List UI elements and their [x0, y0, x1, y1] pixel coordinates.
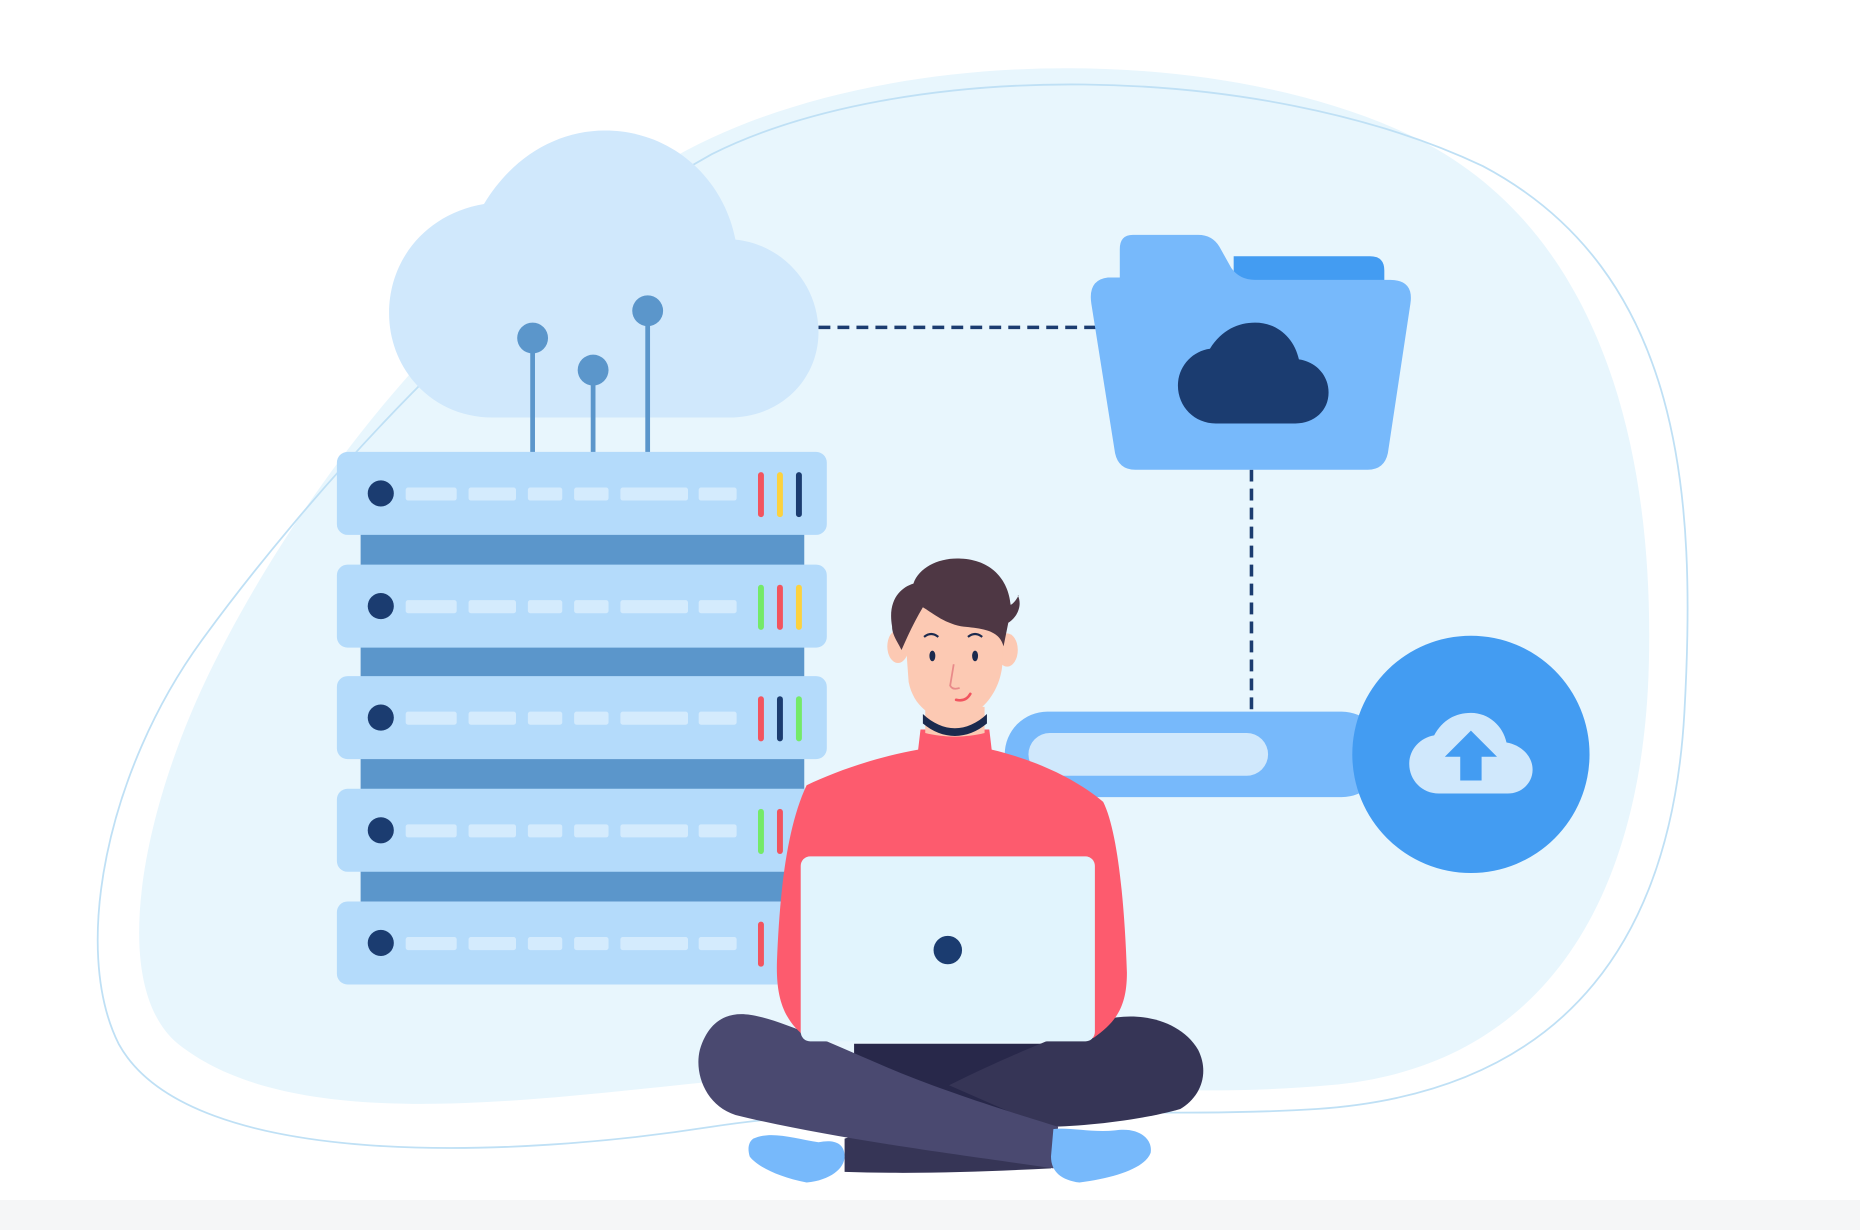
- server-slot: [405, 600, 457, 614]
- antenna-group: [517, 295, 664, 454]
- server-unit-3: [336, 676, 827, 760]
- dashed-connectors: [818, 325, 1254, 719]
- server-slot: [468, 711, 517, 725]
- server-slot: [405, 487, 457, 501]
- hair: [891, 558, 1020, 650]
- right-sock: [1050, 1128, 1151, 1183]
- status-led-red: [776, 808, 783, 855]
- server-slot: [574, 600, 609, 614]
- folder-cloud-icon: [1177, 322, 1329, 424]
- left-eye: [929, 650, 936, 662]
- laptop-logo-icon: [933, 935, 963, 965]
- server-slot: [468, 600, 517, 614]
- right-eye: [972, 650, 979, 662]
- person-figure: [698, 558, 1204, 1183]
- server-slot: [527, 937, 563, 951]
- server-unit-4: [336, 788, 827, 872]
- server-slot: [574, 487, 609, 501]
- server-unit-1: [336, 451, 827, 535]
- server-slot: [405, 711, 457, 725]
- server-power-dot-icon: [367, 593, 394, 620]
- server-slot: [620, 824, 689, 838]
- server-slot: [527, 824, 563, 838]
- server-power-dot-icon: [367, 817, 394, 844]
- server-power-dot-icon: [367, 480, 394, 507]
- server-slot: [698, 824, 737, 838]
- left-leg: [698, 1014, 1059, 1169]
- status-led-yellow: [776, 472, 783, 518]
- antenna-node-icon: [517, 322, 549, 354]
- server-power-dot-icon: [367, 704, 394, 731]
- server-slot: [574, 824, 609, 838]
- left-sock: [748, 1135, 845, 1183]
- collar: [922, 714, 987, 736]
- status-led-yellow: [795, 584, 802, 630]
- server-unit-5: [336, 901, 827, 985]
- server-slot: [574, 711, 609, 725]
- laptop-icon: [800, 856, 1095, 1042]
- status-led-red: [757, 921, 764, 967]
- server-slot: [698, 487, 737, 501]
- right-eyebrow: [967, 632, 983, 638]
- server-slot: [527, 600, 563, 614]
- server-slot: [698, 937, 737, 951]
- server-slot: [468, 824, 517, 838]
- crossed-legs: [698, 1014, 1204, 1183]
- status-led-green: [795, 696, 802, 742]
- status-led-red: [776, 584, 783, 630]
- server-slot: [620, 937, 689, 951]
- status-led-navy: [776, 696, 783, 742]
- status-led-red: [757, 472, 764, 518]
- server-slot: [698, 711, 737, 725]
- server-slot: [468, 487, 517, 501]
- smile: [954, 692, 972, 702]
- server-power-dot-icon: [367, 929, 394, 957]
- server-slot: [527, 487, 563, 501]
- server-slot: [574, 937, 609, 951]
- nose: [949, 664, 960, 690]
- server-slot: [405, 937, 457, 951]
- server-slot: [620, 711, 689, 725]
- cloud-shape: [389, 130, 819, 418]
- server-unit-2: [336, 564, 827, 648]
- server-slot: [620, 600, 689, 614]
- footer-band: [0, 1200, 1860, 1230]
- server-slot: [405, 824, 457, 838]
- server-slot: [468, 937, 517, 951]
- progress-fill: [1028, 733, 1269, 776]
- server-slot: [698, 600, 737, 614]
- server-rack-icon: [336, 451, 827, 985]
- status-led-green: [757, 808, 764, 855]
- upload-progress-bar: [1004, 711, 1385, 798]
- antenna-node-icon: [577, 354, 609, 386]
- antenna-node-icon: [632, 295, 664, 327]
- cloud-upload-icon: [1352, 635, 1590, 873]
- cloud-icon: [389, 130, 819, 454]
- status-led-green: [757, 584, 764, 630]
- left-eyebrow: [923, 632, 939, 638]
- cloud-folder-icon: [1090, 234, 1411, 470]
- status-led-red: [757, 696, 764, 742]
- right-leg: [948, 1016, 1204, 1127]
- head: [887, 558, 1020, 720]
- server-slot: [620, 487, 689, 501]
- status-led-navy: [795, 472, 802, 518]
- server-slot: [527, 711, 563, 725]
- upload-arrow-icon: [1444, 730, 1498, 781]
